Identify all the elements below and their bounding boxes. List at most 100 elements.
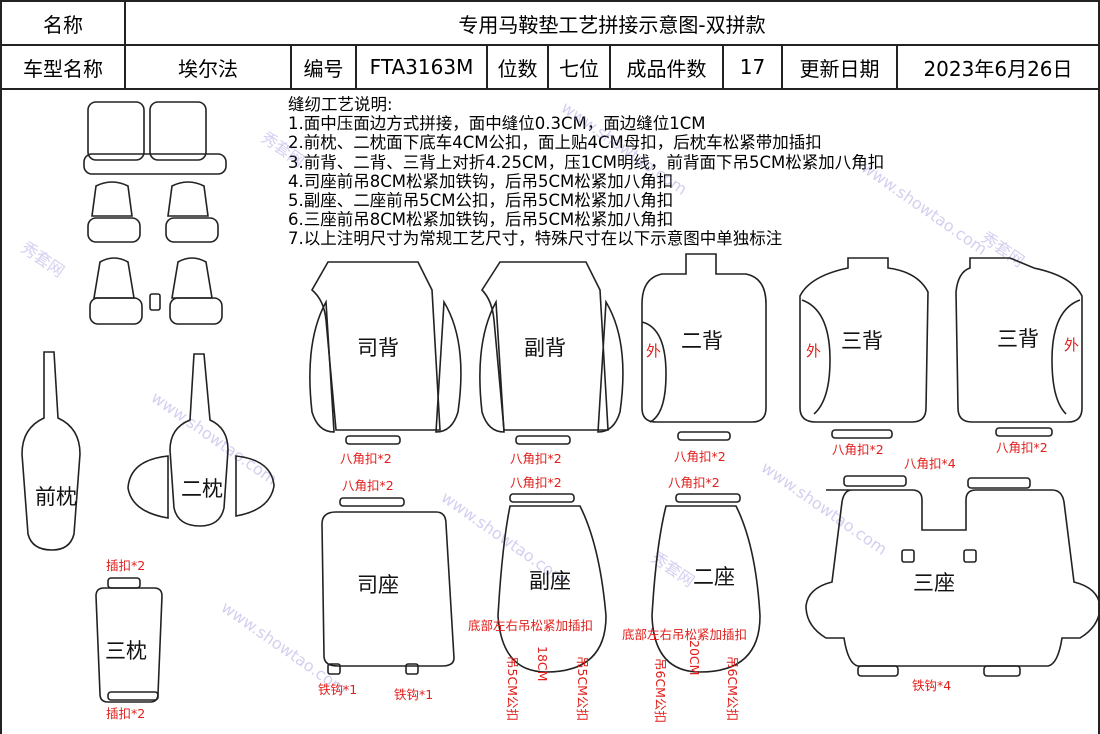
table-line bbox=[0, 0, 2, 734]
second-headrest-side bbox=[235, 455, 275, 517]
third-back-seam bbox=[801, 299, 831, 415]
hook-label: 铁钩*4 bbox=[912, 678, 951, 693]
bottom-buckle-note: 底部左右吊松紧加插扣 bbox=[468, 618, 593, 633]
octagon-clip-label: 八角扣*2 bbox=[510, 451, 562, 466]
octagon-clip bbox=[675, 493, 741, 503]
octagon-clip-label: 八角扣*2 bbox=[832, 442, 884, 457]
slot bbox=[901, 549, 915, 563]
positions-label: 位数 bbox=[497, 56, 538, 81]
octagon-clip-label: 八角扣*2 bbox=[674, 449, 726, 464]
octagon-clip bbox=[515, 435, 571, 445]
notes-line: 1.面中压面边方式拼接，面中缝位0.3CM，面边缝位1CM bbox=[288, 114, 706, 134]
octagon-clip bbox=[339, 497, 405, 507]
name-label: 名称 bbox=[43, 12, 83, 37]
watermark-text: www.showtao.com bbox=[558, 98, 691, 199]
octagon-clip-label: 八角扣*4 bbox=[904, 456, 956, 471]
third-seat-piece bbox=[805, 489, 1100, 667]
label-second-back: 二背 bbox=[681, 329, 723, 353]
octagon-clip bbox=[831, 429, 893, 439]
watermark-brand: 秀套网 bbox=[18, 238, 68, 281]
passenger-back-side bbox=[597, 299, 624, 433]
octagon-clip bbox=[345, 435, 401, 445]
sheet-title: 专用马鞍垫工艺拼接示意图-双拼款 bbox=[458, 12, 766, 37]
table-line bbox=[547, 44, 549, 88]
label-second-seat: 二座 bbox=[693, 565, 735, 589]
octagon-clip bbox=[677, 431, 731, 441]
second-back-piece bbox=[641, 253, 767, 423]
notes-line: 5.副座、二座前吊5CM公扣，后吊5CM松紧加八角扣 bbox=[288, 191, 674, 211]
second-back-seam bbox=[641, 321, 667, 423]
driver-back-piece bbox=[310, 261, 441, 431]
driver-back-side bbox=[435, 299, 462, 433]
code-label: 编号 bbox=[303, 56, 344, 81]
third-headrest-piece bbox=[95, 587, 163, 703]
table-line bbox=[722, 44, 724, 88]
table-line bbox=[781, 44, 783, 88]
third-back-right-piece bbox=[955, 257, 1083, 423]
notes-heading: 缝纫工艺说明: bbox=[288, 95, 393, 114]
date-label: 更新日期 bbox=[799, 56, 880, 81]
model-value: 埃尔法 bbox=[178, 56, 238, 81]
iron-hook bbox=[405, 663, 419, 675]
notes-line: 6.三座前吊8CM松紧加铁钩，后吊5CM松紧加八角扣 bbox=[288, 210, 674, 230]
hook-label: 铁钩*1 bbox=[394, 687, 433, 702]
octagon-clip-label: 八角扣*2 bbox=[668, 475, 720, 490]
hang-note: 吊6CM公扣 bbox=[725, 656, 740, 721]
driver-seat-piece bbox=[321, 511, 455, 667]
overview-thumbnail bbox=[83, 101, 227, 325]
outer-mark: 外 bbox=[806, 342, 821, 360]
label-driver-back: 司背 bbox=[357, 336, 399, 360]
label-third-back-left: 三背 bbox=[841, 329, 883, 353]
buckle-strap bbox=[107, 691, 159, 701]
table-line bbox=[355, 44, 357, 88]
hang-note: 吊6CM公扣 bbox=[653, 658, 668, 723]
iron-hook bbox=[327, 663, 341, 675]
octagon-clip bbox=[843, 475, 907, 487]
buckle-label: 插扣*2 bbox=[106, 558, 145, 573]
slot bbox=[963, 549, 977, 563]
table-line bbox=[0, 44, 1100, 46]
table-line bbox=[486, 44, 488, 88]
table-line bbox=[609, 44, 611, 88]
label-third-back-right: 三背 bbox=[997, 327, 1039, 351]
outer-mark: 外 bbox=[1064, 336, 1079, 354]
third-back-seam bbox=[1051, 299, 1081, 415]
octagon-clip-label: 八角扣*2 bbox=[342, 478, 394, 493]
second-headrest-side bbox=[127, 455, 169, 519]
bottom-buckle-note: 底部左右吊松紧加插扣 bbox=[622, 627, 747, 642]
label-third-headrest: 三枕 bbox=[105, 639, 147, 663]
buckle-strap bbox=[107, 577, 141, 589]
hook-label: 铁钩*1 bbox=[318, 682, 357, 697]
pieces-value: 17 bbox=[739, 55, 766, 79]
octagon-clip-label: 八角扣*2 bbox=[510, 475, 562, 490]
iron-hook bbox=[857, 665, 899, 677]
label-second-headrest: 二枕 bbox=[181, 477, 223, 501]
code-value: FTA3163M bbox=[369, 55, 474, 79]
octagon-clip-label: 八角扣*2 bbox=[996, 440, 1048, 455]
pieces-label: 成品件数 bbox=[626, 56, 707, 81]
label-driver-seat: 司座 bbox=[357, 573, 399, 597]
octagon-clip bbox=[995, 427, 1053, 437]
positions-value: 七位 bbox=[559, 56, 599, 81]
label-passenger-back: 副背 bbox=[524, 336, 566, 360]
second-headrest-piece bbox=[169, 353, 229, 527]
octagon-clip bbox=[509, 493, 575, 503]
buckle-label: 插扣*2 bbox=[106, 706, 145, 721]
label-passenger-seat: 副座 bbox=[529, 569, 571, 593]
second-seat-piece bbox=[651, 505, 761, 673]
notes-line: 2.前枕、二枕面下底车4CM公扣，面上贴4CM母扣，后枕车松紧带加插扣 bbox=[288, 133, 822, 153]
sewing-notes: 缝纫工艺说明: 1.面中压面边方式拼接，面中缝位0.3CM，面边缝位1CM 2.… bbox=[288, 95, 884, 249]
octagon-clip-label: 八角扣*2 bbox=[340, 451, 392, 466]
hang-note: 吊5CM公扣 bbox=[505, 656, 520, 721]
label-front-headrest: 前枕 bbox=[35, 485, 77, 509]
date-value: 2023年6月26日 bbox=[923, 56, 1073, 81]
watermark-layer: www.showtao.com www.showtao.com www.show… bbox=[18, 98, 1028, 699]
octagon-clip bbox=[967, 477, 1031, 489]
label-third-seat: 三座 bbox=[913, 571, 955, 595]
table-line bbox=[290, 44, 292, 88]
passenger-back-side bbox=[479, 299, 505, 433]
driver-back-side bbox=[309, 299, 335, 433]
table-line bbox=[124, 0, 126, 88]
